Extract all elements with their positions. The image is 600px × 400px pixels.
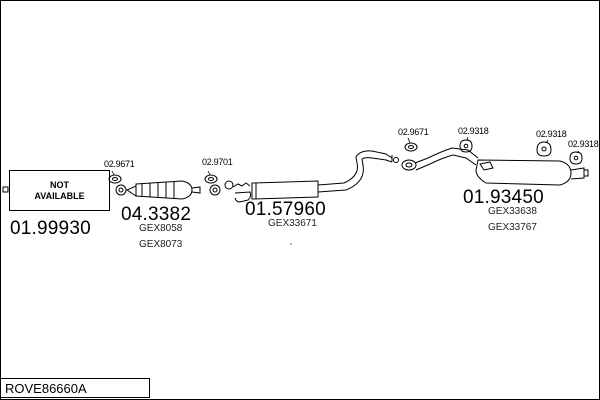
diagram-title: ROVE86660A	[5, 381, 87, 396]
gasket-drawings	[108, 142, 418, 184]
part-ref-4a: GEX33638	[488, 206, 537, 217]
part-number-2: 04.3382	[121, 204, 192, 225]
fitting-label-5: 02.9318	[536, 129, 567, 139]
diagram-title-box: ROVE86660A	[0, 378, 150, 398]
front-connector	[2, 186, 9, 193]
part-ref-3a: GEX33671	[268, 218, 317, 229]
fitting-label-2: 02.9701	[202, 157, 233, 167]
part-ref-4b: GEX33767	[488, 222, 537, 233]
part-number-1: 01.99930	[10, 218, 91, 239]
fitting-label-4: 02.9318	[458, 126, 489, 136]
not-available-text: NOT AVAILABLE	[34, 179, 85, 201]
part-ref-2a: GEX8058	[139, 223, 183, 234]
fitting-label-6: 02.9318	[568, 139, 599, 149]
not-available-box: NOT AVAILABLE	[9, 170, 110, 211]
catalytic-converter-drawing	[115, 180, 221, 200]
part-number-3: 01.57960	[245, 199, 326, 220]
rear-silencer-drawing	[414, 147, 589, 186]
part-ref-2b: GEX8073	[139, 239, 183, 250]
fitting-label-3: 02.9671	[398, 127, 429, 137]
middle-silencer-drawing	[224, 150, 399, 203]
hanger-drawings	[459, 139, 583, 165]
leader-lines	[111, 136, 580, 176]
part-number-4: 01.93450	[463, 187, 544, 208]
fitting-label-1: 02.9671	[104, 159, 135, 169]
